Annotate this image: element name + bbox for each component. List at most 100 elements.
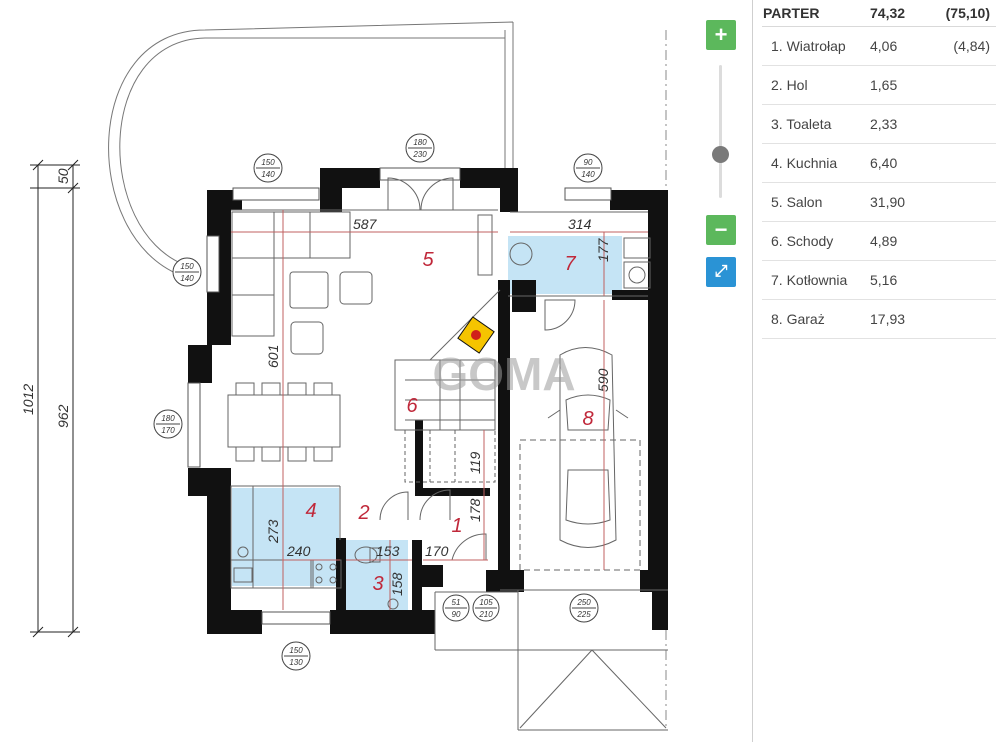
dim-158: 158	[389, 572, 405, 596]
room-numbers: 1 2 3 4 5 6 7 8	[305, 249, 593, 595]
dimension-labels: 587 314 177 601 590 273 240 153 158 170 …	[20, 168, 611, 596]
zoom-in-button[interactable]: +	[706, 20, 736, 50]
dim-178: 178	[467, 498, 483, 522]
svg-text:140: 140	[261, 170, 275, 179]
kitchen-fill	[232, 488, 339, 586]
dim-240: 240	[286, 543, 311, 559]
room-row: 5. Salon 31,90	[762, 183, 996, 222]
dim-153: 153	[376, 543, 400, 559]
outer-dimension-lines	[30, 159, 80, 638]
room-number-3: 3	[372, 573, 383, 595]
svg-text:90: 90	[584, 158, 593, 167]
dim-1012: 1012	[20, 384, 36, 415]
room-area: 31,90	[870, 194, 906, 210]
windows	[187, 167, 612, 625]
room-number-6: 6	[406, 395, 418, 417]
watermark: GOMA	[432, 348, 575, 400]
flame-icon	[471, 330, 481, 340]
dim-170: 170	[425, 543, 449, 559]
svg-text:150: 150	[289, 646, 303, 655]
svg-text:90: 90	[452, 610, 461, 619]
dim-590: 590	[595, 368, 611, 392]
room-row: 4. Kuchnia 6,40	[762, 144, 996, 183]
room-area: 5,16	[870, 272, 898, 288]
room-number-4: 4	[305, 500, 316, 522]
fullscreen-button[interactable]: ⤢	[706, 257, 736, 287]
svg-text:230: 230	[412, 150, 427, 159]
walls	[188, 168, 668, 634]
dim-962: 962	[55, 404, 71, 428]
room-area: 4,06	[870, 38, 898, 54]
zoom-slider-handle[interactable]	[712, 146, 729, 163]
room-area: 2,33	[870, 116, 898, 132]
svg-text:150: 150	[180, 262, 194, 271]
expand-icon: ⤢	[714, 263, 728, 280]
dim-587: 587	[353, 216, 378, 232]
dim-314: 314	[568, 216, 592, 232]
svg-text:130: 130	[289, 658, 303, 667]
dim-601: 601	[265, 345, 281, 368]
room-row: 1. Wiatrołap 4,06 (4,84)	[762, 27, 996, 66]
svg-text:150: 150	[261, 158, 275, 167]
room-area: 1,65	[870, 77, 898, 93]
dim-177: 177	[595, 237, 611, 262]
room-name: 6. Schody	[771, 233, 834, 249]
rooms-table-header: PARTER 74,32 (75,10)	[762, 0, 996, 27]
svg-text:180: 180	[161, 414, 175, 423]
room-row: 6. Schody 4,89	[762, 222, 996, 261]
svg-text:51: 51	[452, 598, 461, 607]
terrace-outline	[119, 30, 506, 266]
svg-text:225: 225	[576, 610, 591, 619]
room-area: 17,93	[870, 311, 906, 327]
svg-text:210: 210	[478, 610, 493, 619]
room-number-7: 7	[564, 253, 576, 275]
room-name: 2. Hol	[771, 77, 808, 93]
room-number-8: 8	[582, 408, 593, 430]
room-alt: (4,84)	[953, 38, 990, 54]
floor-alt-area: (75,10)	[945, 5, 990, 21]
room-number-5: 5	[422, 249, 434, 271]
floor-plan-viewer[interactable]: GOMA 1 2 3 4 5 6 7 8 587 314 177 601 590…	[0, 0, 753, 742]
dim-50: 50	[55, 168, 71, 184]
dim-119: 119	[467, 451, 483, 474]
room-name: 7. Kotłownia	[771, 272, 848, 288]
svg-text:170: 170	[161, 426, 175, 435]
room-name: 1. Wiatrołap	[771, 38, 846, 54]
dimension-lines	[231, 210, 648, 610]
svg-text:105: 105	[479, 598, 493, 607]
room-row: 8. Garaż 17,93	[762, 300, 996, 339]
floor-plan: GOMA 1 2 3 4 5 6 7 8 587 314 177 601 590…	[20, 21, 668, 731]
floor-total-area: 74,32	[870, 5, 906, 21]
room-list: 1. Wiatrołap 4,06 (4,84) 2. Hol 1,65 3. Toale…	[762, 27, 996, 339]
zoom-out-button[interactable]: −	[706, 215, 736, 245]
svg-text:140: 140	[180, 274, 194, 283]
rooms-table: PARTER 74,32 (75,10) 1. Wiatrołap 4,06 (4,…	[762, 0, 996, 339]
svg-text:250: 250	[576, 598, 591, 607]
plus-icon: +	[714, 22, 728, 47]
dim-273: 273	[265, 519, 281, 544]
zoom-slider-track[interactable]	[719, 65, 722, 198]
room-name: 8. Garaż	[771, 311, 825, 327]
svg-text:140: 140	[581, 170, 595, 179]
room-name: 5. Salon	[771, 194, 823, 210]
svg-text:180: 180	[413, 138, 427, 147]
minus-icon: −	[714, 217, 728, 242]
room-area: 6,40	[870, 155, 898, 171]
room-row: 7. Kotłownia 5,16	[762, 261, 996, 300]
floor-name: PARTER	[763, 5, 820, 21]
room-row: 2. Hol 1,65	[762, 66, 996, 105]
room-area: 4,89	[870, 233, 898, 249]
room-name: 4. Kuchnia	[771, 155, 838, 171]
room-number-1: 1	[451, 515, 462, 537]
